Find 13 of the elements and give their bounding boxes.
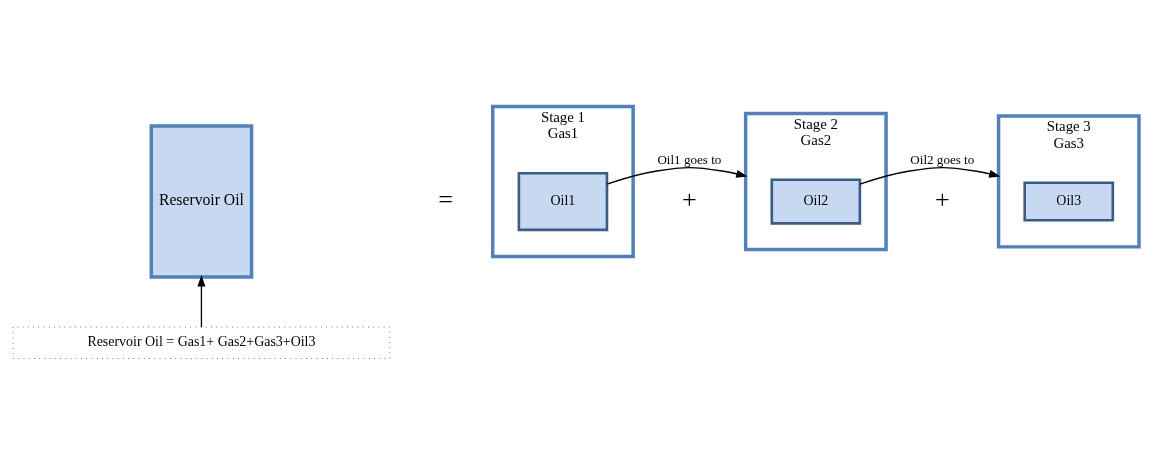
node-box: Oil3 [1023, 180, 1115, 222]
arrow [606, 166, 748, 185]
arrow [859, 166, 1001, 185]
label: + [682, 184, 697, 214]
node-box: Reservoir Oil = Gas1+ Gas2+Gas3+Oil3 [12, 326, 391, 359]
edge-label: Oil2 goes to [910, 151, 975, 167]
node-box: Oil2 [770, 177, 862, 225]
arrow [197, 274, 206, 328]
node-box: Reservoir Oil [149, 123, 254, 279]
label: + [934, 184, 950, 214]
edge-label: Oil1 goes to [657, 151, 722, 167]
node-box: Oil1 [517, 171, 609, 231]
label: = [438, 184, 454, 214]
